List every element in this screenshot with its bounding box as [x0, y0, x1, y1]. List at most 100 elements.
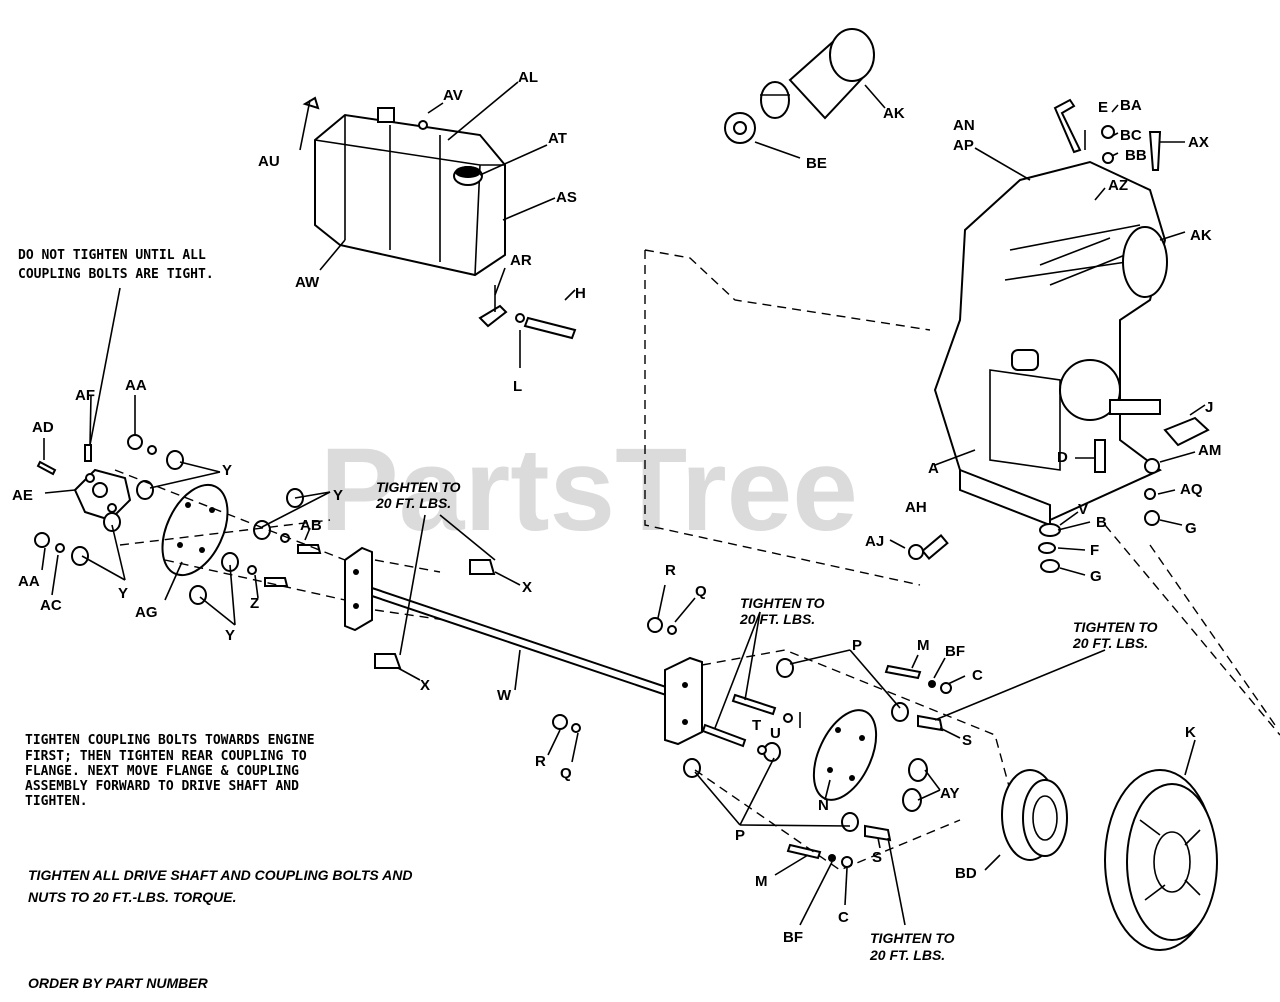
shaft-key[interactable] — [1163, 416, 1210, 447]
bolt-t-1[interactable] — [731, 693, 777, 716]
pin-ah[interactable] — [921, 534, 949, 560]
label-s-top: S — [962, 732, 972, 749]
label-au: AU — [258, 153, 280, 170]
drive-shaft[interactable] — [371, 586, 676, 700]
washer-p-5[interactable] — [841, 812, 859, 832]
note-tighten-a-1: TIGHTEN TO — [376, 479, 461, 495]
note-tighten-all-1: TIGHTEN ALL DRIVE SHAFT AND COUPLING BOL… — [28, 867, 412, 883]
nut-u-2[interactable] — [757, 745, 767, 755]
fuel-line[interactable] — [523, 316, 577, 340]
label-e: E — [1098, 99, 1108, 116]
washer-y-1[interactable] — [166, 450, 184, 470]
nut-aa-bottom[interactable] — [34, 532, 50, 548]
engine-bolt-ax[interactable] — [1148, 131, 1162, 171]
tank-clip[interactable] — [418, 120, 428, 130]
part-v[interactable] — [1039, 523, 1061, 537]
note-coupling-4: ASSEMBLY FORWARD TO DRIVE SHAFT AND — [25, 779, 299, 794]
engine-mount-outline — [644, 249, 1280, 736]
bolt-t-2[interactable] — [701, 723, 747, 748]
label-ar: AR — [510, 252, 532, 269]
air-cleaner[interactable] — [760, 28, 875, 120]
note-tighten-a-2: 20 FT. LBS. — [375, 495, 451, 511]
note-tighten-b-2: 20 FT. LBS. — [739, 611, 815, 627]
coupling-flange-ae[interactable] — [73, 468, 132, 522]
notes: DO NOT TIGHTEN UNTIL ALL COUPLING BOLTS … — [18, 248, 1158, 991]
bolt-m-bottom[interactable] — [786, 843, 822, 860]
bolt-m-top[interactable] — [884, 664, 922, 680]
washer-y-8[interactable] — [189, 585, 207, 605]
nut-r-bottom[interactable] — [552, 714, 568, 730]
label-ba: BA — [1120, 97, 1142, 114]
label-x-top: X — [522, 579, 532, 596]
pin-ad[interactable] — [36, 460, 57, 476]
label-p-bottom: P — [735, 827, 745, 844]
pulley-bd[interactable] — [1001, 769, 1068, 861]
nut-u-1[interactable] — [783, 713, 793, 723]
label-q-top: Q — [695, 583, 707, 600]
rear-shaft-flange[interactable] — [664, 656, 703, 746]
washer-y-4[interactable] — [71, 546, 89, 566]
bolt-x-top[interactable] — [469, 559, 496, 575]
pulley-k[interactable] — [1104, 769, 1218, 951]
label-g-bottom: G — [1090, 568, 1102, 585]
label-r-top: R — [665, 562, 676, 579]
fuel-fitting[interactable] — [478, 285, 525, 328]
fuel-tank[interactable] — [314, 107, 506, 277]
engine[interactable] — [933, 160, 1168, 527]
spacer-ay-2[interactable] — [902, 788, 922, 812]
washer-q-top[interactable] — [667, 625, 677, 635]
nut-aa-top[interactable] — [127, 434, 143, 450]
label-t: T — [752, 717, 761, 734]
washer-bb[interactable] — [1102, 152, 1114, 164]
washer-am[interactable] — [1144, 458, 1160, 474]
label-v: V — [1078, 501, 1088, 518]
washer-ac[interactable] — [55, 543, 65, 553]
bolt-ab[interactable] — [297, 544, 322, 554]
pin-af[interactable] — [84, 444, 92, 462]
label-ax: AX — [1188, 134, 1209, 151]
lockwasher-z[interactable] — [247, 565, 257, 575]
label-ac: AC — [40, 597, 62, 614]
nut-g-bottom[interactable] — [1040, 559, 1060, 573]
front-shaft-flange[interactable] — [344, 546, 373, 632]
label-y-2: Y — [333, 487, 343, 504]
star-nut[interactable] — [724, 112, 756, 144]
washer-bc[interactable] — [1101, 125, 1115, 139]
bolt-x-bottom[interactable] — [374, 653, 402, 669]
lockwasher-bf-top[interactable] — [928, 680, 936, 688]
callout-labels: AU AV AL AT AS AW AR H L AK BE E BA BC B… — [12, 69, 1221, 946]
note-order: ORDER BY PART NUMBER — [28, 975, 209, 991]
coupling-disc-ag[interactable] — [149, 475, 240, 586]
note-tighten-b-1: TIGHTEN TO — [740, 595, 825, 611]
washer-q-bottom[interactable] — [571, 723, 581, 733]
label-k: K — [1185, 724, 1196, 741]
nut-g-right[interactable] — [1144, 510, 1160, 526]
coupling-disc-n[interactable] — [801, 701, 889, 810]
washer-aq[interactable] — [1144, 488, 1156, 500]
engine-bolt-e[interactable] — [1053, 98, 1082, 154]
washer-p-1[interactable] — [776, 658, 794, 678]
label-aq: AQ — [1180, 481, 1203, 498]
label-r-bottom: R — [535, 753, 546, 770]
note-do-not-tighten-2: COUPLING BOLTS ARE TIGHT. — [18, 267, 214, 282]
washer-aa-top[interactable] — [147, 445, 157, 455]
washer-p-2[interactable] — [891, 702, 909, 722]
leader-lines — [41, 81, 1206, 926]
label-z: Z — [250, 595, 259, 612]
part-aj[interactable] — [908, 544, 924, 560]
label-af: AF — [75, 387, 95, 404]
label-bc: BC — [1120, 127, 1142, 144]
washer-y-3[interactable] — [103, 512, 121, 532]
tank-screw[interactable] — [302, 96, 320, 110]
part-f[interactable] — [1038, 542, 1056, 554]
note-coupling-2: FIRST; THEN TIGHTEN REAR COUPLING TO — [25, 749, 307, 764]
lockwasher-bf-bottom[interactable] — [828, 854, 836, 862]
bolt-s-bottom[interactable] — [864, 824, 892, 842]
spacer-ay-1[interactable] — [908, 758, 928, 782]
label-c-top: C — [972, 667, 983, 684]
stud-d[interactable] — [1094, 439, 1106, 473]
watermark: PartsTree — [320, 424, 858, 556]
nut-r-top[interactable] — [647, 617, 663, 633]
nut-c-top[interactable] — [940, 682, 952, 694]
